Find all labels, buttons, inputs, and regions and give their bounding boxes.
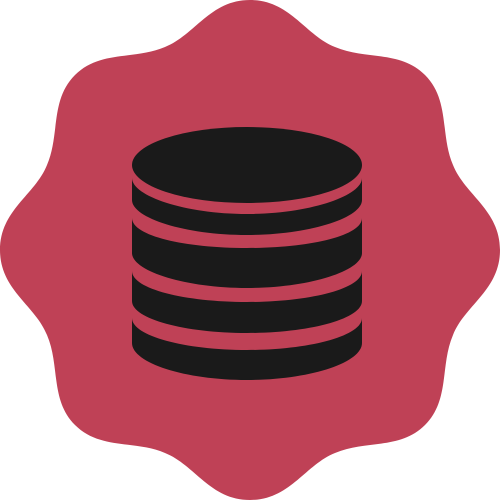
database-segment-1	[132, 178, 362, 235]
database-icon	[132, 127, 362, 380]
database-segment-4	[132, 318, 362, 380]
database-top-disk	[132, 127, 362, 203]
database-segment-2	[132, 218, 362, 288]
database-segment-3	[132, 271, 362, 333]
